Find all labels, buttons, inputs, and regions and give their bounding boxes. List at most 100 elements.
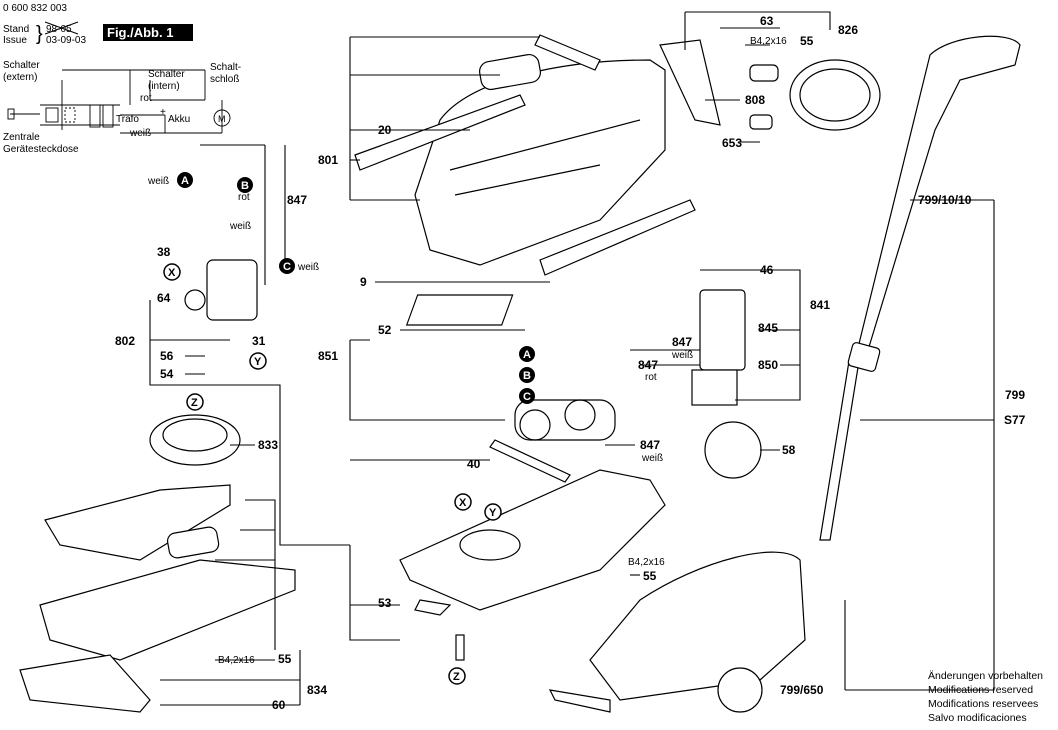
label-60: 60 (272, 698, 286, 712)
label-20: 20 (378, 123, 392, 137)
wire-rot-847c: rot (645, 372, 657, 383)
strip-9-shape (539, 199, 696, 276)
label-40: 40 (467, 457, 481, 471)
marker-y-left: Y (249, 352, 267, 370)
svg-text:Z: Z (191, 397, 198, 409)
part-labels: 20 801 9 63 826 B4,2x16 55 808 653 847 3… (115, 14, 1026, 712)
small-machine-shape (589, 551, 806, 701)
footer-note-en: Modifications reserved (928, 684, 1033, 696)
stand-label: Stand (3, 24, 29, 35)
motor-symbol: M (218, 114, 226, 124)
spring-shape (534, 34, 601, 71)
label-847-c: 847 (638, 358, 658, 372)
marker-a: A (177, 172, 193, 188)
zentrale-2: Gerätesteckdose (3, 144, 79, 155)
footer-note-de: Änderungen vorbehalten (928, 670, 1043, 682)
minus-sign: - (162, 128, 165, 139)
wire-rot-b: rot (238, 192, 250, 203)
marker-z-top: Z (186, 393, 204, 411)
marker-b: B (237, 177, 253, 193)
marker-y-mid: Y (484, 503, 502, 521)
akku-label: Akku (168, 114, 190, 125)
label-826: 826 (838, 23, 858, 37)
svg-text:Z: Z (453, 671, 460, 683)
marker-x-mid: X (454, 493, 472, 511)
marker-b-mid: B (519, 367, 535, 383)
zentrale-1: Zentrale (3, 132, 40, 143)
label-841: 841 (810, 298, 830, 312)
label-63: 63 (760, 14, 774, 28)
label-845: 845 (758, 321, 778, 335)
cable-coil-shape (789, 59, 881, 131)
footer-notes: Änderungen vorbehalten Modifications res… (928, 670, 1043, 724)
filter-52-shape (405, 294, 514, 326)
label-46: 46 (760, 263, 774, 277)
trafo-label: Trafo (116, 114, 139, 125)
svg-text:C: C (523, 391, 531, 403)
label-s77: S77 (1004, 413, 1026, 427)
svg-text:Y: Y (254, 356, 262, 368)
label-55-mid: 55 (643, 569, 657, 583)
handle-shape (854, 35, 1021, 361)
schalter-intern-2: (intern) (148, 81, 180, 92)
label-801: 801 (318, 153, 338, 167)
label-38: 38 (157, 245, 171, 259)
issue-label: Issue (3, 35, 27, 46)
label-653: 653 (722, 136, 742, 150)
marker-a-mid: A (519, 346, 535, 362)
footer-note-fr: Modifications reservees (928, 698, 1038, 710)
gear-833-shape (149, 414, 241, 466)
svg-text:X: X (459, 497, 467, 509)
switch-button-shape (479, 53, 541, 91)
svg-text:X: X (168, 267, 176, 279)
strip-20-shape (354, 94, 526, 171)
stand-struck: 98-05 (46, 24, 72, 35)
issue-date: 03-09-03 (46, 35, 86, 46)
label-851: 851 (318, 349, 338, 363)
svg-text:B: B (523, 370, 531, 382)
guard-60-shape (19, 654, 151, 713)
schalter-intern-1: Schalter (148, 69, 185, 80)
label-64: 64 (157, 291, 171, 305)
label-834: 834 (307, 683, 327, 697)
schalter-extern-2: (extern) (3, 72, 37, 83)
schaltschloss-2: schloß (210, 74, 239, 85)
label-808: 808 (745, 93, 765, 107)
header: 0 600 832 003 Stand Issue } 98-05 03-09-… (3, 3, 193, 46)
motor-shape (206, 259, 258, 321)
label-799-650: 799/650 (780, 683, 824, 697)
wire-labels: weiß rot weiß weiß weiß rot weiß (147, 176, 693, 464)
svg-text:B: B (241, 180, 249, 192)
upper-blade-shape (44, 484, 231, 561)
label-52: 52 (378, 323, 392, 337)
lower-housing-shape (399, 469, 666, 611)
label-802: 802 (115, 334, 135, 348)
label-54: 54 (160, 367, 174, 381)
rot-label: rot (140, 93, 152, 104)
label-56: 56 (160, 349, 174, 363)
label-53: 53 (378, 596, 392, 610)
svg-text:Y: Y (489, 507, 497, 519)
label-55-bottom: 55 (278, 652, 292, 666)
wire-weiss-847d: weiß (641, 453, 663, 464)
strike-line-2 (44, 21, 79, 35)
label-847-b: 847 (672, 335, 692, 349)
label-31: 31 (252, 334, 266, 348)
marker-x-left: X (163, 263, 181, 281)
label-847-d: 847 (640, 438, 660, 452)
screw-label-c: B4,2x16 (218, 655, 255, 666)
bar-40-shape (489, 439, 571, 483)
screw-label-b: B4,2x16 (628, 557, 665, 568)
svg-text:C: C (283, 261, 291, 273)
fig-label-box (103, 24, 193, 41)
label-9: 9 (360, 275, 367, 289)
label-799: 799 (1005, 388, 1025, 402)
wire-weiss-38: weiß (229, 221, 251, 232)
doc-number: 0 600 832 003 (3, 3, 67, 14)
label-850: 850 (758, 358, 778, 372)
label-55-top: 55 (800, 34, 814, 48)
marker-c: C (279, 258, 295, 274)
plus-sign: + (160, 107, 166, 118)
